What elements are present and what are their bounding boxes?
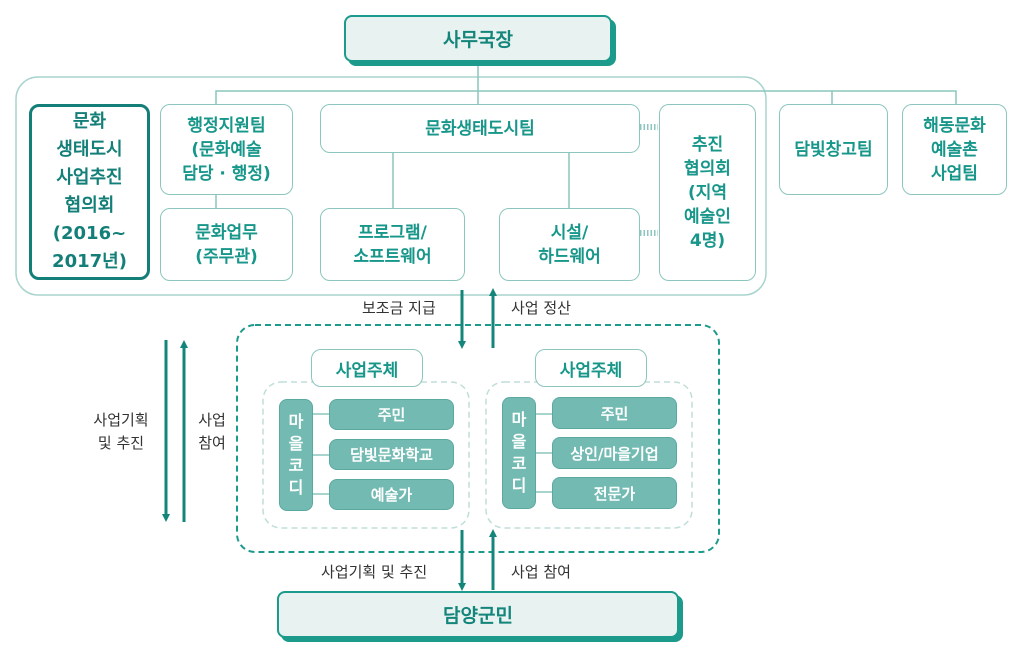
promotion-council-main-box: 문화 생태도시 사업추진 협의회 (2016~ 2017년) <box>29 104 150 280</box>
office-container <box>15 76 767 296</box>
business-entity-label-2: 사업주체 <box>535 349 647 387</box>
coordinator-char: 을 <box>288 434 304 453</box>
member-label: 주민 <box>377 406 406 424</box>
member-pill: 예술가 <box>329 479 454 510</box>
program-software-label: 프로그램/ 소프트웨어 <box>353 222 432 267</box>
business-container <box>236 324 720 553</box>
business-entity-label-1: 사업주체 <box>311 349 423 387</box>
participation-left-label: 사업 참여 <box>198 411 226 452</box>
settlement-label: 사업 정산 <box>511 299 571 317</box>
haedong-team-box: 해동문화 예술촌 사업팀 <box>902 104 1007 195</box>
coordinator-char: 디 <box>511 476 527 495</box>
local-artist-council-label: 추진 협의회 (지역 예술인 4명) <box>684 134 731 251</box>
eco-city-team-box: 문화생태도시팀 <box>320 104 640 153</box>
eco-city-team-label: 문화생태도시팀 <box>425 118 535 139</box>
member-pill: 주민 <box>552 397 677 429</box>
coordinator-char: 마 <box>511 410 527 429</box>
member-label: 주민 <box>600 404 629 423</box>
council-label: 문화 생태도시 사업추진 협의회 (2016~ 2017년) <box>52 111 127 272</box>
member-label: 상인/마을기업 <box>570 444 659 463</box>
village-coordinator-1: 마 을 코 디 <box>279 399 313 511</box>
local-artist-council-box: 추진 협의회 (지역 예술인 4명) <box>659 104 756 281</box>
entity-label-text: 사업주체 <box>335 360 399 381</box>
damvit-team-label: 담빛창고팀 <box>794 139 873 160</box>
planning-bottom-label: 사업기획 및 추진 <box>321 563 428 581</box>
member-label: 담빛문화학교 <box>350 446 433 464</box>
connector-admin-team <box>215 77 479 104</box>
coordinator-char: 마 <box>288 412 304 431</box>
participation-bottom-label: 사업 참여 <box>511 563 571 581</box>
admin-support-label: 행정지원팀 (문화예술 담당 · 행정) <box>182 115 271 184</box>
damvit-team-box: 담빛창고팀 <box>779 104 888 195</box>
coordinator-char: 코 <box>288 456 304 475</box>
admin-support-team-box: 행정지원팀 (문화예술 담당 · 행정) <box>160 104 293 195</box>
member-pill: 주민 <box>329 399 454 430</box>
member-pill: 상인/마을기업 <box>552 437 677 469</box>
facility-hardware-label: 시설/ 하드웨어 <box>538 222 601 267</box>
haedong-team-label: 해동문화 예술촌 사업팀 <box>923 115 986 184</box>
subsidy-label: 보조금 지급 <box>362 299 436 317</box>
member-pill: 전문가 <box>552 477 677 509</box>
coordinator-char: 디 <box>288 478 304 497</box>
residents-box: 담양군민 <box>277 591 679 638</box>
program-software-box: 프로그램/ 소프트웨어 <box>320 208 465 281</box>
culture-affairs-box: 문화업무 (주무관) <box>160 208 293 281</box>
member-label: 예술가 <box>370 486 413 504</box>
facility-hardware-box: 시설/ 하드웨어 <box>499 208 640 281</box>
culture-affairs-label: 문화업무 (주무관) <box>195 222 258 267</box>
director-box: 사무국장 <box>344 15 612 62</box>
entity-label-text: 사업주체 <box>559 360 623 381</box>
director-label: 사무국장 <box>443 29 513 51</box>
coordinator-char: 코 <box>511 454 527 473</box>
member-pill: 담빛문화학교 <box>329 439 454 470</box>
coordinator-char: 을 <box>511 432 527 451</box>
member-label: 전문가 <box>593 484 636 503</box>
connector-right-teams <box>766 90 957 104</box>
residents-label: 담양군민 <box>443 605 513 627</box>
planning-left-label: 사업기획 및 추진 <box>93 411 149 452</box>
village-coordinator-2: 마 을 코 디 <box>502 397 536 509</box>
